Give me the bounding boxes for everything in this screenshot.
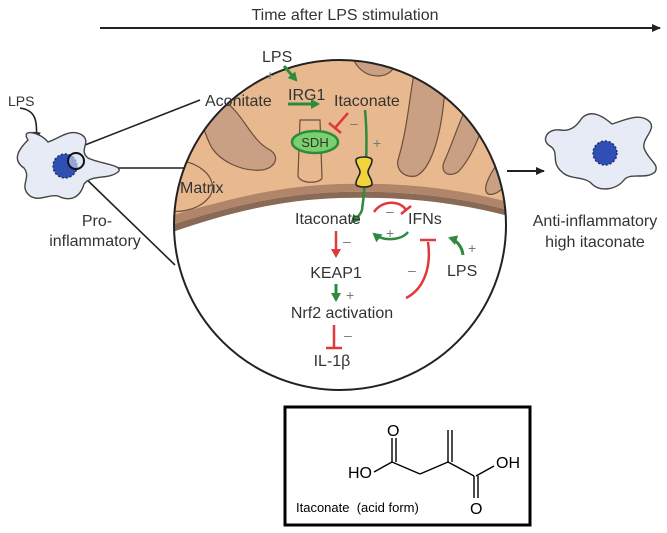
inner-membrane — [174, 183, 506, 232]
right-nucleus — [592, 140, 618, 166]
itaconate-skeleton — [373, 430, 495, 498]
left-lps-label: LPS — [8, 93, 34, 109]
il1b-label: IL-1β — [314, 353, 351, 370]
transport-sign: + — [373, 135, 381, 151]
lps-ifns-sign: + — [468, 240, 476, 256]
right-cell-label-2: high itaconate — [545, 234, 645, 251]
left-cell: LPS Pro- inflammatory — [8, 93, 141, 250]
itaconate-ifns-sign: – — [386, 203, 394, 219]
timeline: Time after LPS stimulation — [100, 7, 661, 32]
lps-ifns-arrow — [448, 235, 465, 256]
sdh-sign: – — [350, 115, 358, 131]
itaconate-transport-arrow — [350, 109, 368, 224]
mito-lps-label: LPS — [262, 49, 292, 66]
itaconate-ifns-inhibition — [372, 201, 408, 213]
zoom-panel-border — [173, 59, 507, 391]
atom-ho: HO — [348, 465, 372, 482]
cyto-lps-label: LPS — [447, 263, 477, 280]
atom-o-bottom: O — [470, 501, 482, 518]
atom-o-top: O — [387, 423, 399, 440]
transporter-channel — [355, 156, 373, 188]
zoom-circle — [67, 152, 85, 170]
mito-lps-sign: + — [266, 67, 274, 83]
right-cell-label-1: Anti-inflammatory — [533, 213, 657, 230]
left-cell-label-2: inflammatory — [49, 233, 141, 250]
structure-box: HO O OH O Itaconate (acid form) — [283, 405, 532, 527]
atom-oh: OH — [496, 455, 520, 472]
structure-box-frame — [283, 405, 532, 527]
ifns-itaconate-arrow — [372, 231, 409, 243]
left-cell-label-1: Pro- — [82, 213, 112, 230]
lps-to-irg1-arrow — [282, 65, 298, 82]
nrf2-ifns-sign: – — [408, 262, 416, 278]
aconitate-label: Aconitate — [205, 93, 272, 110]
cyto-itaconate-label: Itaconate — [295, 211, 361, 228]
sdh-enzyme — [290, 129, 340, 155]
right-cell: Anti-inflammatory high itaconate — [533, 113, 657, 251]
sdh-label: SDH — [301, 135, 328, 150]
ifns-itaconate-sign: + — [386, 225, 394, 241]
timeline-label: Time after LPS stimulation — [251, 7, 438, 24]
nrf2-il1b-sign: – — [344, 327, 352, 343]
nrf2-label: Nrf2 activation — [291, 305, 393, 322]
nrf2-ifns-inhibition — [405, 241, 431, 300]
structure-caption: Itaconate (acid form) — [296, 500, 419, 515]
ifns-tbar — [400, 205, 412, 215]
sdh-tbar — [328, 122, 342, 134]
zoom-panel: Matrix LPS + IRG1 Aconitate Itaconate – … — [173, 49, 507, 391]
itaconate-sdh-inhibition — [334, 112, 349, 129]
keap1-label: KEAP1 — [310, 265, 362, 282]
mito-itaconate-label: Itaconate — [334, 93, 400, 110]
matrix-label: Matrix — [180, 180, 224, 197]
keap1-nrf2-sign: + — [346, 287, 354, 303]
ifns-label: IFNs — [408, 211, 442, 228]
itaconate-keap1-sign: – — [343, 233, 351, 249]
irg1-label: IRG1 — [288, 87, 325, 104]
